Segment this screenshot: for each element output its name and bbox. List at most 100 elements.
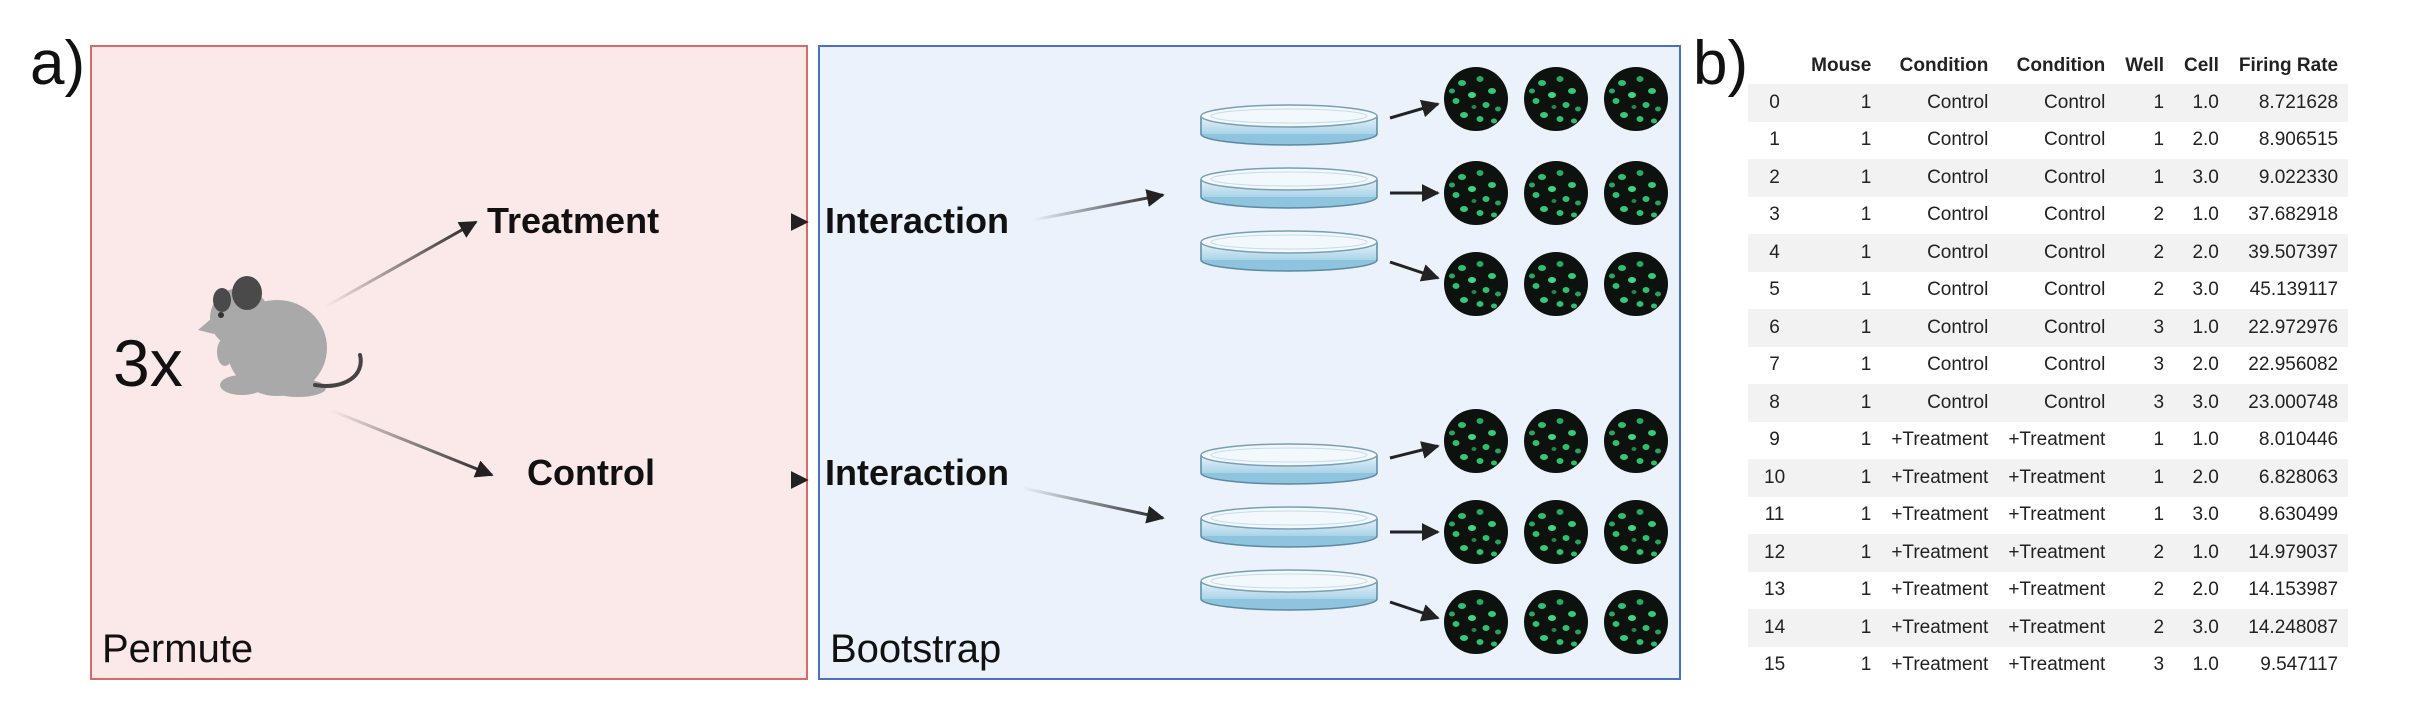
dish-top-2 [1200,167,1378,209]
bootstrap-caption: Bootstrap [830,627,1002,671]
table-cell: Control [1881,159,1999,197]
table-cell: Control [1998,309,2116,347]
table-cell: Control [1927,279,1989,301]
table-cell: 1.0 [2192,429,2219,451]
row-index: 0 [1748,84,1802,122]
table-cell: 1 [2153,429,2165,451]
row-index: 15 [1764,654,1786,676]
table-cell: +Treatment [2008,504,2106,526]
arrow-dish-cells-4 [1389,441,1440,460]
table-cell: 8.721628 [2228,84,2349,122]
table-cell: 2 [2153,579,2165,601]
panel-a-label: a) [30,29,86,98]
row-index: 7 [1769,354,1780,376]
row-index: 3 [1769,204,1780,226]
table-cell: 6.828063 [2228,459,2349,497]
table-cell: 1 [1860,429,1872,451]
table-cell: 1 [1801,234,1882,272]
table-cell: 1 [1801,609,1882,647]
table-cell: 1 [1860,354,1872,376]
table-cell: Control [1881,234,1999,272]
column-header: Condition [1881,48,1999,84]
table-cell: 39.507397 [2228,234,2349,272]
arrow-dish-cells-3 [1389,260,1440,282]
table-cell: +Treatment [1891,429,1989,451]
control-label: Control [527,452,655,493]
table-cell: 8.906515 [2258,129,2339,151]
table-cell: 1 [2115,459,2175,497]
table-cell: 1 [1801,309,1882,347]
table-cell: Control [1998,234,2116,272]
table-cell: +Treatment [1998,609,2116,647]
table-cell: Control [1927,204,1989,226]
table-cell: 2.0 [2192,129,2219,151]
table-cell: +Treatment [1881,609,1999,647]
table-cell: 22.972976 [2228,309,2349,347]
arrow-interaction-dishes-top [1032,189,1165,222]
table-cell: +Treatment [1881,534,1999,572]
table-cell: 1 [1801,159,1882,197]
table-cell: 1.0 [2174,534,2229,572]
table-cell: 8.010446 [2258,429,2339,451]
table-cell: Control [1998,159,2116,197]
data-table: Mouse Condition Condition Well Cell Firi… [1748,48,2349,685]
table-cell: +Treatment [2008,579,2106,601]
table-cell: Control [1998,84,2116,122]
table-cell: 1 [2153,504,2165,526]
column-header: Well [2115,48,2175,84]
row-index: 11 [1764,504,1785,526]
table-cell: +Treatment [1998,459,2116,497]
table-cell: Control [2044,279,2106,301]
table-cell: 37.682918 [2248,204,2339,226]
row-index: 4 [1748,234,1802,272]
arrow-mouse-treatment [324,220,478,309]
table-cell: 2.0 [2192,354,2219,376]
table-cell: 1 [1860,204,1872,226]
table-cell: 2 [2153,279,2165,301]
table-cell: 2 [2115,534,2175,572]
table-cell: 1.0 [2174,84,2229,122]
table-cell: 1 [2153,129,2165,151]
table-cell: Control [1927,129,1989,151]
column-header: Firing Rate [2228,48,2349,84]
table-cell: 9.022330 [2228,159,2349,197]
mouse-icon [198,276,363,397]
table-cell: 3.0 [2192,279,2219,301]
multiplier-label: 3x [113,326,183,400]
interaction-label-top: Interaction [825,200,1010,241]
table-cell: 3 [2115,384,2175,422]
column-header [1748,48,1802,84]
table-cell: 3 [2115,309,2175,347]
table-cell: 1 [1801,534,1882,572]
table-cell: +Treatment [1891,654,1989,676]
table-cell: 1 [1860,579,1872,601]
table-cell: Control [1927,354,1989,376]
dish-top-3 [1200,230,1378,272]
table-cell: 1.0 [2192,654,2219,676]
table-cell: 2.0 [2174,234,2229,272]
table-cell: 1 [1860,129,1872,151]
table-cell: 22.956082 [2248,354,2339,376]
table-cell: Control [2044,204,2106,226]
table-cell: 1 [1860,654,1872,676]
row-index: 5 [1769,279,1780,301]
table-cell: 2.0 [2192,579,2219,601]
table-cell: Control [1881,384,1999,422]
table-cell: 1 [2115,84,2175,122]
table-cell: +Treatment [1881,459,1999,497]
dish-top-1 [1200,104,1378,146]
table-cell: 14.979037 [2228,534,2349,572]
table-cell: +Treatment [1891,579,1989,601]
table-cell: 3.0 [2174,384,2229,422]
